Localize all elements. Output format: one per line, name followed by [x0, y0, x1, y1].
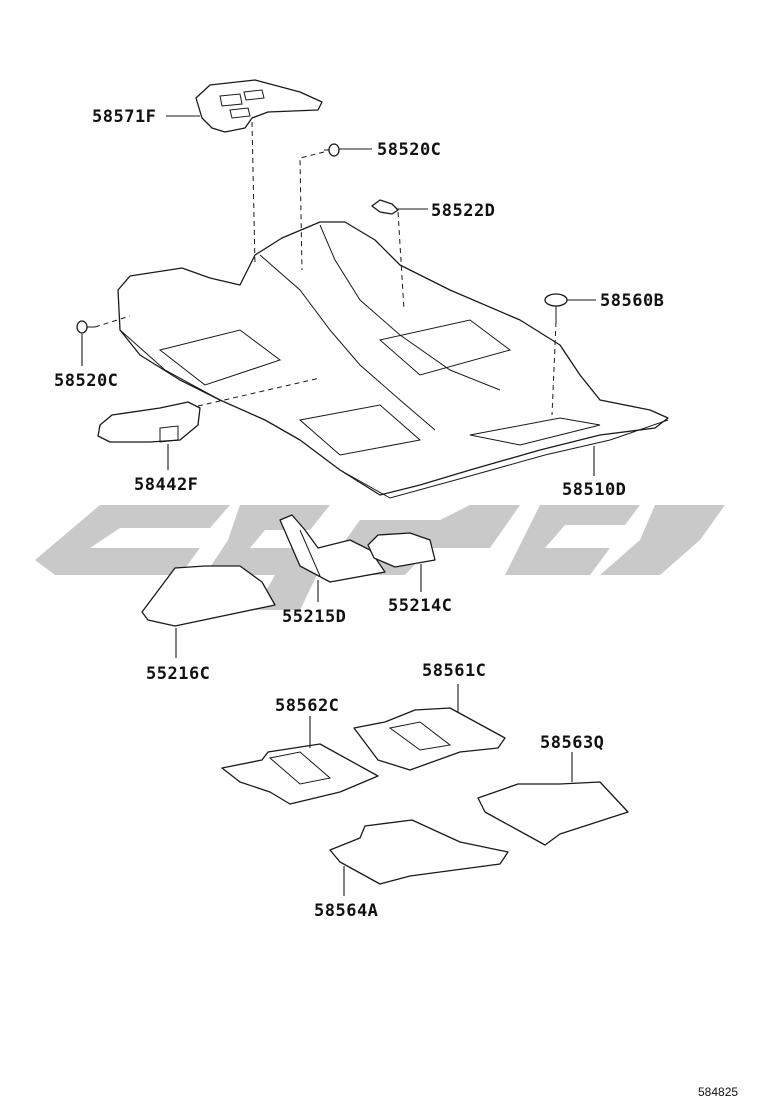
label-58562C: 58562C: [275, 696, 339, 716]
part-58562C: [221, 743, 379, 805]
label-58563Q: 58563Q: [540, 733, 604, 753]
label-58442F: 58442F: [134, 475, 198, 495]
dash-58522D: [397, 211, 405, 311]
part-58510D-tunnel-right: [319, 224, 501, 391]
assembly-lines: [94, 121, 557, 416]
part-58561C: [353, 707, 506, 771]
label-55215D: 55215D: [282, 607, 346, 627]
part-58510D-rear-well-right: [378, 319, 512, 376]
part-58571F-shape: [195, 79, 323, 133]
part-58522D: [371, 199, 399, 215]
part-labels: 58571F 58520C 58522D 58560B 58520C 58442…: [54, 107, 664, 921]
bracket-58522D-shape: [371, 199, 399, 215]
label-58560B: 58560B: [600, 291, 664, 311]
part-58510D-front-trim: [339, 419, 669, 499]
part-55215D-shape: [279, 514, 386, 583]
part-58571F-hole-2: [243, 89, 265, 101]
label-55214C: 55214C: [388, 596, 452, 616]
part-58510D-front-well: [298, 404, 422, 456]
part-58563Q-shape: [477, 781, 629, 846]
label-58520C-top: 58520C: [377, 140, 441, 160]
part-58510D: [117, 221, 669, 499]
leader-lines: [81, 115, 596, 896]
part-55215D-fold: [299, 529, 321, 577]
pin-58560B-head: [544, 293, 568, 307]
part-58571F-hole-3: [229, 107, 251, 119]
part-58561C-shape: [353, 707, 506, 771]
part-55216C-shape: [141, 565, 276, 627]
label-58564A: 58564A: [314, 901, 378, 921]
label-58520C-left: 58520C: [54, 371, 118, 391]
part-58564A-shape: [329, 819, 509, 885]
label-58571F: 58571F: [92, 107, 156, 127]
part-58510D-side-step: [469, 417, 601, 446]
part-58510D-shape: [117, 221, 669, 496]
part-55214C: [367, 532, 436, 568]
part-58561C-slot: [388, 721, 452, 751]
part-58563Q: [477, 781, 629, 846]
diagram-id: 584825: [698, 1085, 738, 1099]
label-58522D: 58522D: [431, 201, 495, 221]
part-58520C-top: [324, 143, 340, 157]
dash-58571F-down: [251, 121, 256, 266]
part-58510D-edge-left: [119, 329, 221, 401]
part-58571F: [195, 79, 323, 133]
part-58560B: [544, 293, 568, 322]
part-58442F-shape: [97, 401, 201, 443]
part-58564A: [329, 819, 509, 885]
clip-58520C-top-head: [328, 143, 340, 157]
dash-58442F: [197, 377, 321, 407]
part-58510D-rear-well-left: [158, 329, 282, 386]
dash-58520C-left: [94, 315, 131, 328]
part-58442F-block: [159, 425, 179, 443]
clip-58520C-left-head: [76, 320, 88, 334]
part-58562C-shape: [221, 743, 379, 805]
label-55216C: 55216C: [146, 664, 210, 684]
part-58520C-left: [76, 320, 95, 334]
label-58561C: 58561C: [422, 661, 486, 681]
part-55216C: [141, 565, 276, 627]
part-58510D-tunnel-left: [259, 254, 436, 431]
dash-58520C-top: [299, 151, 325, 271]
part-58562C-slot: [268, 751, 332, 785]
part-58571F-hole-1: [219, 93, 243, 107]
part-55214C-shape: [367, 532, 436, 568]
part-58442F: [97, 401, 201, 443]
part-55215D: [279, 514, 386, 583]
label-58510D: 58510D: [562, 480, 626, 500]
dash-58560B: [551, 321, 557, 416]
